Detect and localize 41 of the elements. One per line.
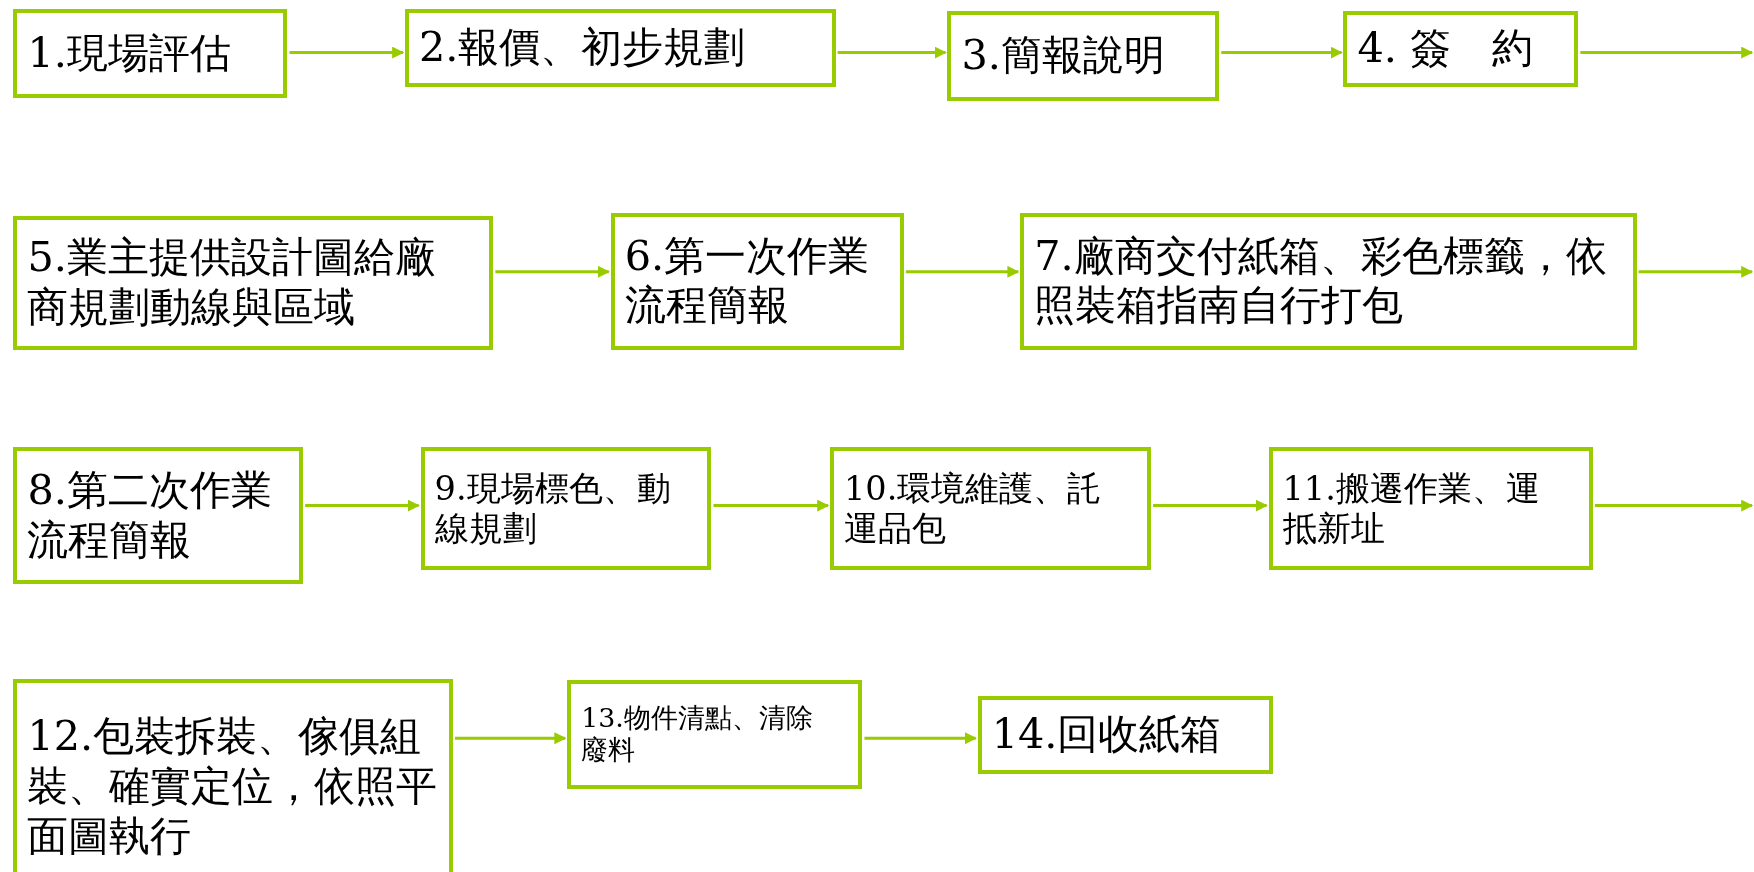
process-box — [13, 8, 288, 99]
arrow — [713, 499, 830, 512]
process-box — [420, 447, 712, 571]
step-label: 6.第一次作業流程簡報 — [624, 231, 871, 331]
step-label: 8.第二次作業流程簡報 — [27, 466, 273, 566]
arrow — [837, 46, 947, 59]
step-label: 10.環境維護、託運品包 — [844, 468, 1103, 550]
arrow — [1153, 499, 1268, 512]
step-label: 11.搬遷作業、運抵新址 — [1282, 468, 1541, 550]
step-label: 4. 簽 約 — [1357, 24, 1534, 75]
process-box — [567, 680, 863, 789]
step-label: 12.包裝拆裝、傢俱組裝、確實定位，依照平面圖執行 — [27, 712, 439, 862]
arrow — [305, 499, 420, 512]
arrow — [1580, 46, 1754, 59]
arrow — [1638, 265, 1754, 278]
process-box — [1343, 11, 1579, 88]
step-label: 9.現場標色、動線規劃 — [434, 468, 672, 550]
process-box — [830, 447, 1152, 571]
process-box — [404, 8, 836, 88]
step-label: 1.現場評估 — [27, 28, 231, 79]
step-label: 7.廠商交付紙箱、彩色標籤，依照裝箱指南自行打包 — [1034, 231, 1608, 331]
step-label: 3.簡報說明 — [961, 31, 1165, 81]
process-box — [977, 695, 1273, 775]
arrow — [1221, 46, 1343, 59]
process-box — [13, 447, 304, 584]
step-label: 13.物件清點、清除廢料 — [581, 702, 814, 767]
step-label: 2.報價、初步規劃 — [418, 23, 746, 73]
arrow — [864, 732, 977, 745]
process-box — [1020, 212, 1637, 351]
step-label: 5.業主提供設計圖給廠商規劃動線與區域 — [27, 233, 437, 333]
process-box — [13, 215, 494, 351]
process-box — [610, 212, 904, 351]
process-box — [1268, 447, 1593, 571]
process-box — [947, 11, 1220, 101]
process-box — [13, 679, 454, 872]
arrow — [495, 265, 610, 278]
step-label: 14.回收紙箱 — [991, 710, 1222, 760]
arrow — [455, 732, 567, 745]
arrow — [289, 46, 405, 59]
arrow — [1594, 499, 1754, 512]
arrow — [905, 265, 1020, 278]
